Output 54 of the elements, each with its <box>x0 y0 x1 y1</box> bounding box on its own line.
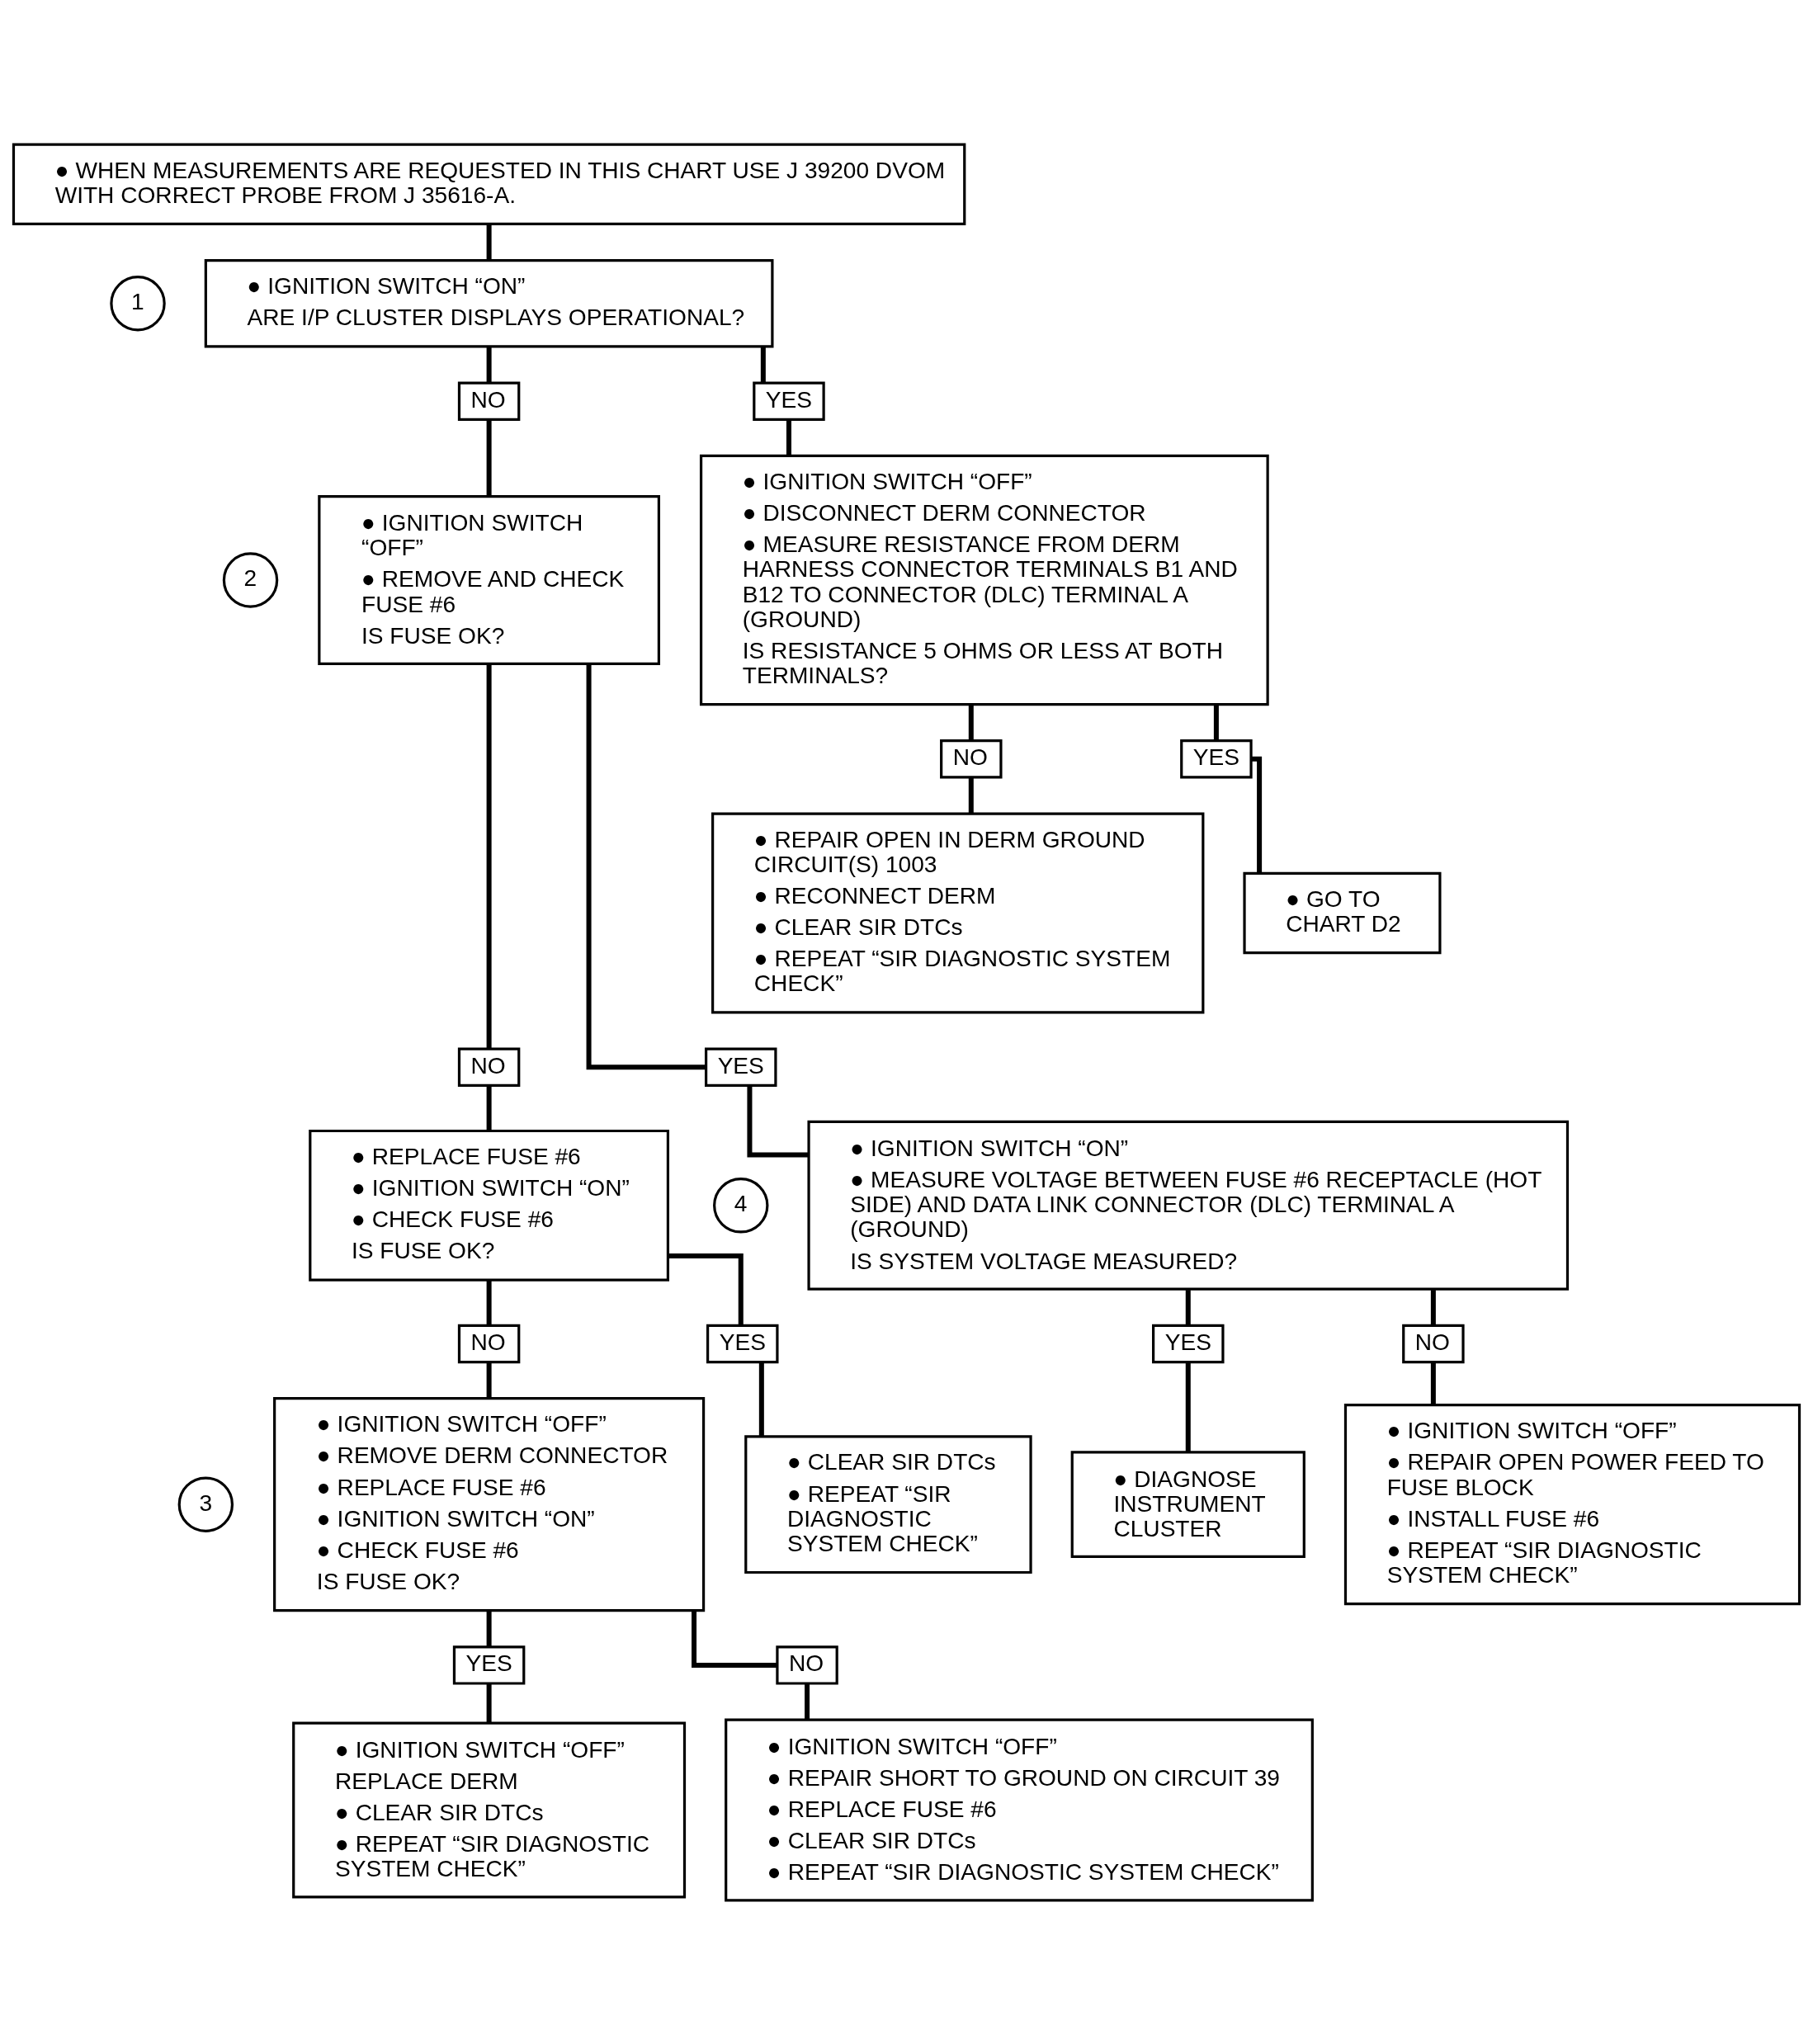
node-box: NO <box>457 1047 521 1087</box>
connector <box>668 1253 744 1325</box>
connector <box>1213 704 1219 741</box>
node-box: YES <box>452 1645 526 1685</box>
connector <box>747 1085 809 1158</box>
node-box: YES <box>705 1047 777 1087</box>
node-box: NO <box>940 739 1003 778</box>
node-box: ● IGNITION SWITCH “ON” ARE I/P CLUSTER DISPLAYS OPERATIONAL? <box>204 258 774 348</box>
connector <box>1185 1362 1191 1452</box>
connector <box>1185 1289 1191 1325</box>
node-circle: 4 <box>713 1177 769 1234</box>
connector <box>1430 1289 1436 1325</box>
connector <box>758 1362 764 1436</box>
node-box: NO <box>457 1324 521 1363</box>
connector <box>486 663 492 1049</box>
connector <box>760 346 766 383</box>
node-box: ● IGNITION SWITCH “ON” ● MEASURE VOLTAGE BETWEEN FUSE #6 RECEPTACLE (HOT SIDE) AND DATA LINK CONNECTOR (DLC) TERMINAL A (GROUND) IS SYSTEM VOLTAGE MEASURED? <box>807 1120 1570 1291</box>
node-box: ● IGNITION SWITCH “OFF” REPLACE DERM ● CLEAR SIR DTCs ● REPEAT “SIR DIAGNOSTIC SYSTEM CHECK” <box>292 1721 687 1899</box>
connector <box>486 1683 492 1723</box>
connector <box>968 777 974 814</box>
node-circle: 3 <box>177 1475 234 1532</box>
node-box: ● WHEN MEASUREMENTS ARE REQUESTED IN THIS CHART USE J 39200 DVOM WITH CORRECT PROBE FROM J 35616-A. <box>12 142 966 225</box>
node-box: ● IGNITION SWITCH “OFF” ● REPAIR OPEN POWER FEED TO FUSE BLOCK ● INSTALL FUSE #6 ● REPEAT “SIR DIAGNOSTIC SYSTEM CHECK” <box>1343 1403 1801 1605</box>
node-box: ● CLEAR SIR DTCs ● REPEAT “SIR DIAGNOSTIC SYSTEM CHECK” <box>744 1434 1032 1574</box>
connector <box>486 1280 492 1325</box>
connector <box>805 1683 810 1720</box>
connector <box>786 419 791 456</box>
connector <box>692 1610 777 1668</box>
connector <box>1430 1362 1436 1404</box>
connector <box>486 1085 492 1131</box>
connector <box>486 419 492 497</box>
connector <box>486 1362 492 1398</box>
connector <box>586 663 706 1069</box>
connector <box>486 346 492 383</box>
connector <box>486 1610 492 1647</box>
node-box: YES <box>706 1324 779 1363</box>
node-box: NO <box>457 381 521 421</box>
node-box: ● REPLACE FUSE #6 ● IGNITION SWITCH “ON” ● CHECK FUSE #6 IS FUSE OK? <box>309 1129 670 1282</box>
node-box: ● IGNITION SWITCH “OFF” ● REMOVE DERM CONNECTOR ● REPLACE FUSE #6 ● IGNITION SWITCH “ON” ● CHECK FUSE #6 IS FUSE OK? <box>273 1396 706 1612</box>
node-circle: 2 <box>222 551 279 608</box>
node-box: ● GO TO CHART D2 <box>1243 871 1442 954</box>
connector <box>486 224 492 260</box>
node-box: YES <box>753 381 825 421</box>
node-box: NO <box>1402 1324 1465 1363</box>
node-box: ● REPAIR OPEN IN DERM GROUND CIRCUIT(S) 1003 ● RECONNECT DERM ● CLEAR SIR DTCs ● REPEAT “SIR DIAGNOSTIC SYSTEM CHECK” <box>711 811 1205 1014</box>
node-box: ● IGNITION SWITCH “OFF” ● REMOVE AND CHECK FUSE #6 IS FUSE OK? <box>318 494 660 665</box>
node-box: ● IGNITION SWITCH “OFF” ● DISCONNECT DERM CONNECTOR ● MEASURE RESISTANCE FROM DERM HARNESS CONNECTOR TERMINALS B1 AND B12 TO CONNECTOR (DLC) TERMINAL A (GROUND) IS RESISTANCE 5 OHMS OR LESS AT BOTH TERMINALS? <box>699 454 1269 706</box>
node-box: NO <box>776 1645 838 1685</box>
node-box: ● DIAGNOSE INSTRUMENT CLUSTER <box>1070 1450 1305 1558</box>
node-circle: 1 <box>110 275 166 331</box>
node-box: YES <box>1152 1324 1225 1363</box>
connector <box>968 704 974 741</box>
node-box: YES <box>1180 739 1253 778</box>
node-box: ● IGNITION SWITCH “OFF” ● REPAIR SHORT TO GROUND ON CIRCUIT 39 ● REPLACE FUSE #6 ● CLEAR SIR DTCs ● REPEAT “SIR DIAGNOSTIC SYSTEM CHECK” <box>725 1718 1314 1902</box>
